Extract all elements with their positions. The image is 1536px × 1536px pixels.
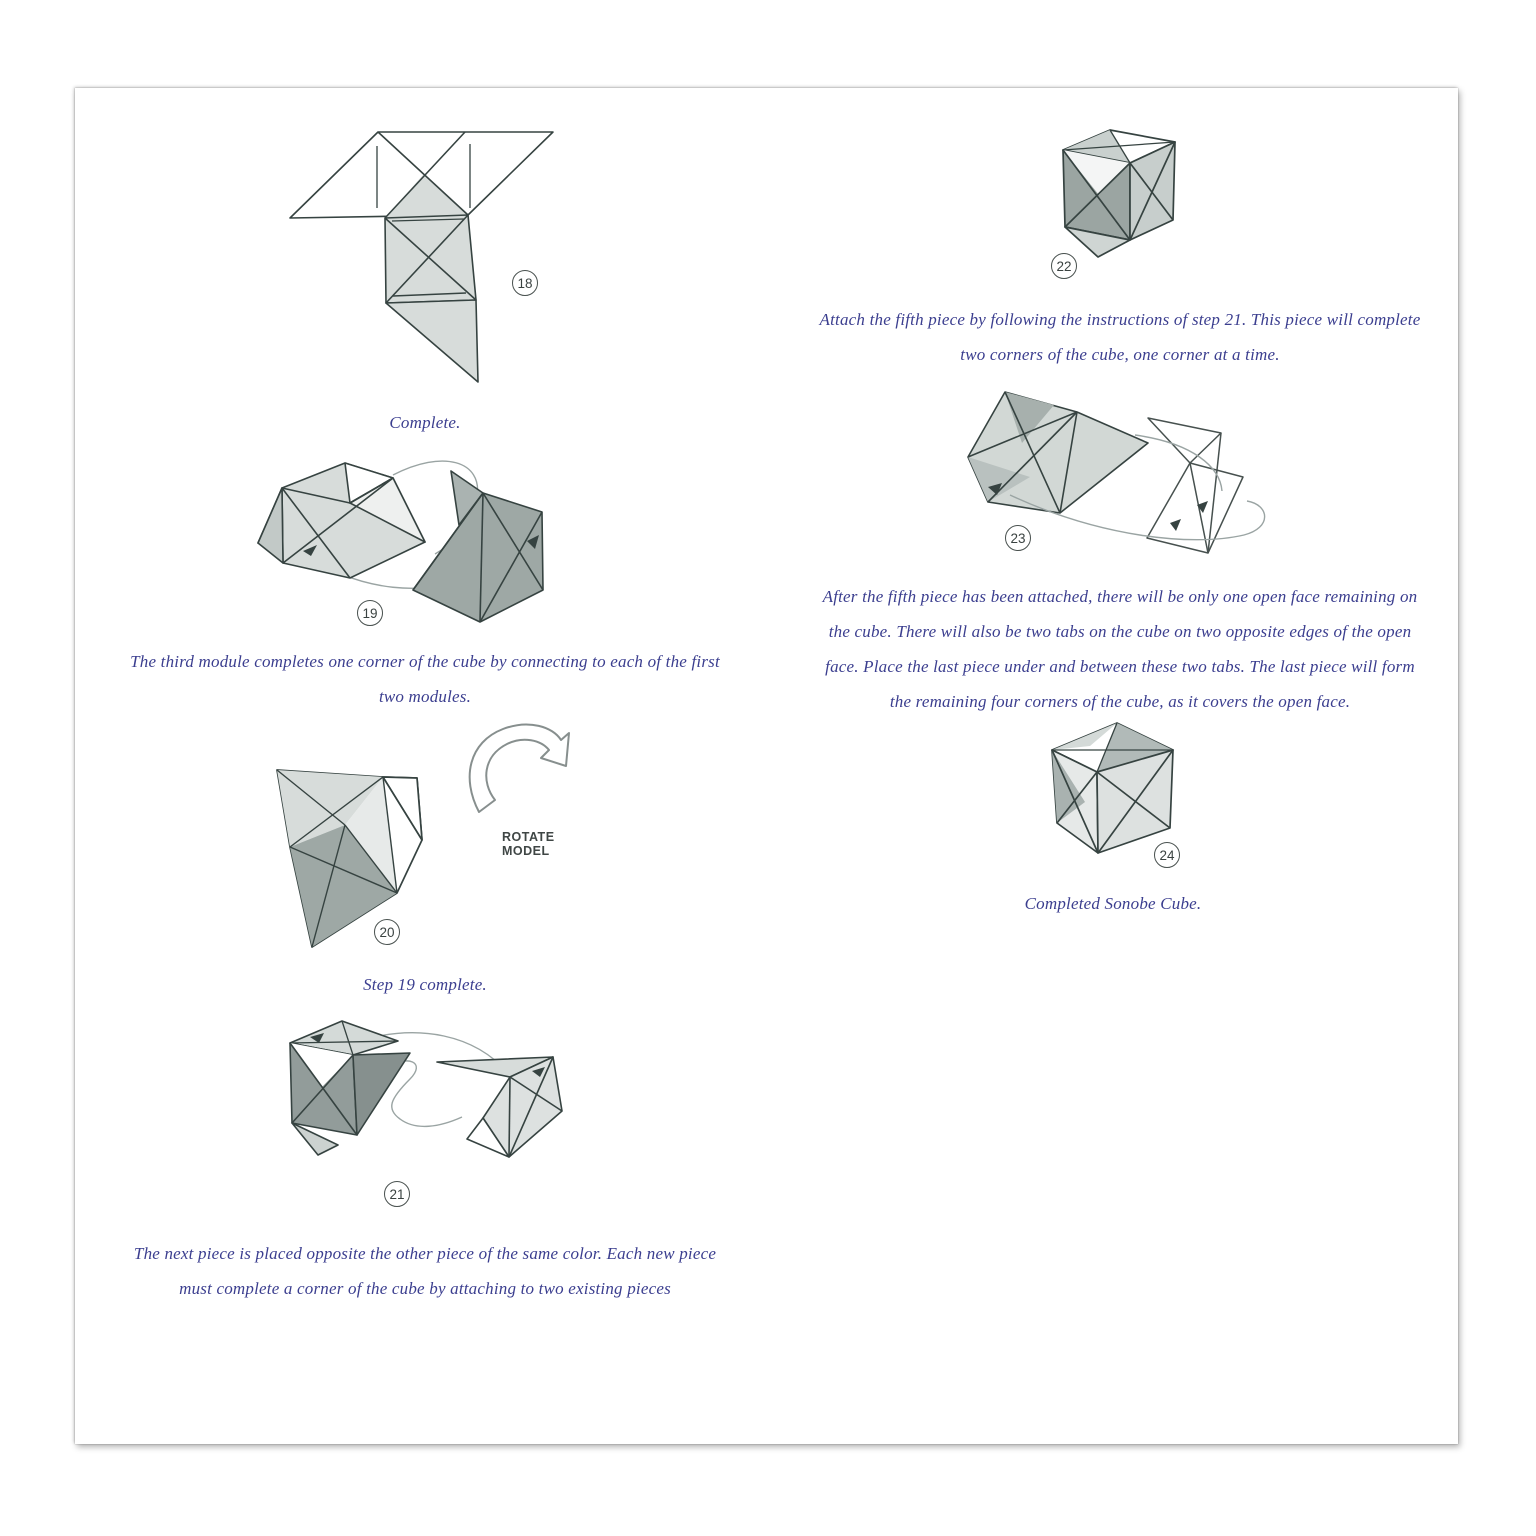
caption-line: The next piece is placed opposite the ot… (133, 1244, 717, 1263)
caption-line: The third module completes one corner of… (130, 652, 720, 671)
step-number-20-text: 20 (379, 924, 395, 940)
figure-step-19-two-modules (257, 460, 544, 623)
caption-step-19: The third module completes one corner of… (105, 644, 745, 714)
fold-arrow-icon (988, 483, 1002, 495)
figure-step-24-completed-cube (1051, 722, 1174, 854)
step-number-23: 23 (1005, 525, 1031, 551)
caption-line: After the fifth piece has been attached,… (822, 587, 1418, 606)
caption-line: Attach the fifth piece by following the … (819, 310, 1421, 329)
fold-arrow-icon (303, 545, 317, 556)
step-number-18: 18 (512, 270, 538, 296)
caption-step-20: Step 19 complete. (363, 975, 487, 994)
caption-line: the cube. There will also be two tabs on… (828, 622, 1412, 641)
step-number-22-text: 22 (1056, 258, 1072, 274)
rotate-arrow-icon (468, 723, 570, 813)
caption-step-21: The next piece is placed opposite the ot… (105, 1236, 745, 1306)
step-number-21: 21 (384, 1181, 410, 1207)
rotate-label-line2: MODEL (502, 844, 550, 858)
instruction-page: 18 Complete. 19 The thi (75, 88, 1458, 1444)
step-number-24-text: 24 (1159, 847, 1175, 863)
fold-arrow-icon (1197, 501, 1208, 513)
fold-arrow-icon (1170, 519, 1181, 531)
caption-step-18: Complete. (389, 413, 461, 432)
step-number-18-text: 18 (517, 275, 533, 291)
step-number-21-text: 21 (389, 1186, 405, 1202)
step-number-19-text: 19 (362, 605, 378, 621)
step-number-19: 19 (357, 600, 383, 626)
step-number-20: 20 (374, 919, 400, 945)
caption-step-23: After the fifth piece has been attached,… (790, 579, 1450, 719)
rotate-model-label: ROTATE MODEL (502, 830, 555, 858)
caption-line: face. Place the last piece under and bet… (825, 657, 1415, 676)
caption-line: two modules. (378, 687, 472, 706)
fold-arrow-icon (310, 1033, 324, 1043)
figure-step-18-flat-module (289, 131, 554, 383)
fold-arrow-icon (527, 535, 539, 549)
fold-arrow-icon (532, 1067, 545, 1077)
step-number-24: 24 (1154, 842, 1180, 868)
caption-line: must complete a corner of the cube by at… (179, 1279, 671, 1298)
caption-line: two corners of the cube, one corner at a… (960, 345, 1280, 364)
step-number-22: 22 (1051, 253, 1077, 279)
caption-step-22: Attach the fifth piece by following the … (790, 302, 1450, 372)
figure-step-21-attach-piece (289, 1020, 563, 1158)
caption-line: the remaining four corners of the cube, … (889, 692, 1351, 711)
caption-step-24: Completed Sonobe Cube. (1024, 894, 1202, 913)
rotate-label-line1: ROTATE (502, 830, 555, 844)
figure-step-23-last-piece (967, 391, 1266, 554)
step-number-23-text: 23 (1010, 530, 1026, 546)
figure-step-22-cube-with-tab (1062, 129, 1176, 258)
figure-step-20-rotated-model (276, 769, 423, 948)
